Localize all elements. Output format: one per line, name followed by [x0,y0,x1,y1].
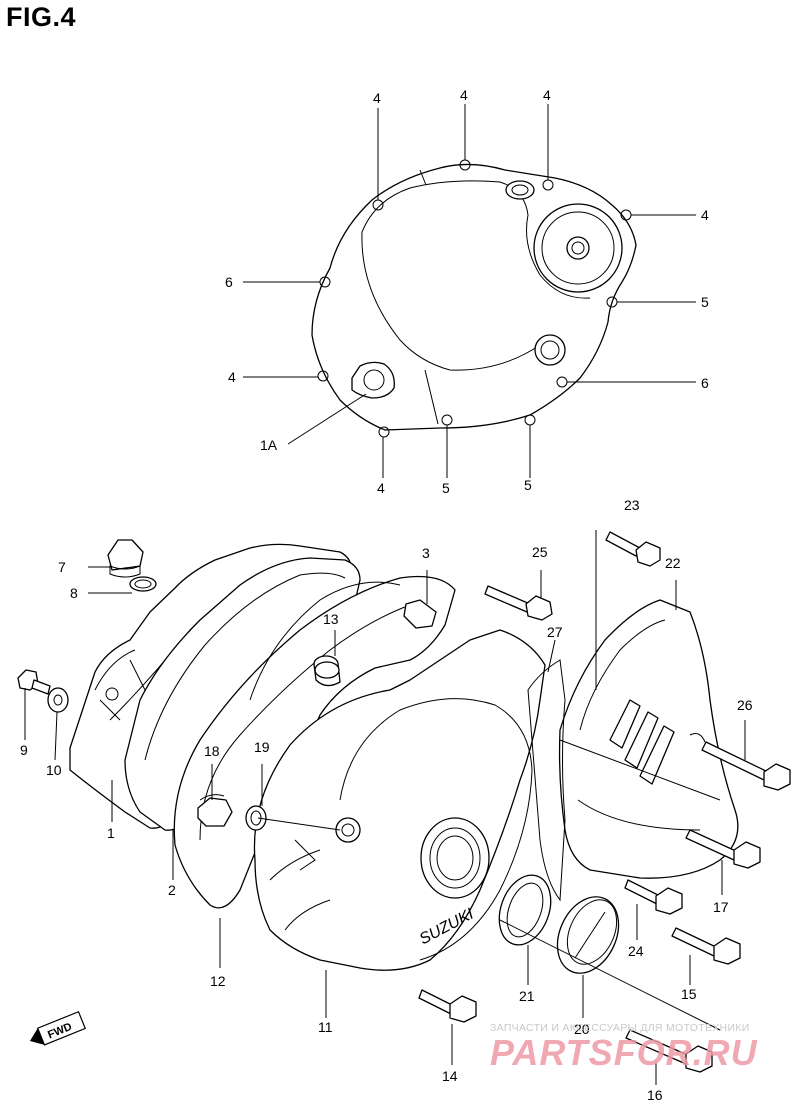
callout-19: 19 [254,739,270,755]
callout-22: 22 [665,555,681,571]
o-ring-8 [129,576,157,592]
fwd-direction-badge: FWD [29,1010,87,1046]
dowel-3 [403,599,437,629]
callout-4: 4 [701,207,709,223]
callout-1: 1 [107,825,115,841]
crankcase-inner-rim [249,581,401,701]
callout-24: 24 [628,943,644,959]
callout-13: 13 [323,611,339,627]
bolt-25 [484,585,553,621]
bolt-14 [418,989,477,1023]
callout-26: 26 [737,697,753,713]
oil-seal-21 [498,874,552,946]
callout-6: 6 [701,375,709,391]
bolt-16 [625,1029,713,1073]
alignment-lines [499,530,721,1031]
callout-4: 4 [228,369,236,385]
callout-15: 15 [681,986,697,1002]
upper-leader-lines [243,104,696,478]
magneto-cover-11 [253,629,546,971]
callout-2: 2 [168,882,176,898]
callout-5: 5 [701,294,709,310]
clutch-cover [311,159,637,438]
callout-11: 11 [318,1019,333,1035]
o-ring-19 [245,805,267,831]
bolt-23 [605,531,661,567]
washer-10-hole [53,694,63,706]
callout-labels: 4 4 4 4 6 5 4 6 1A 4 5 5 23 3 25 22 7 8 … [20,87,753,1103]
callout-7: 7 [58,559,66,575]
callout-9: 9 [20,742,28,758]
o-ring-8-inner [134,579,152,589]
dowel-13 [313,655,341,687]
bolt-17 [685,829,761,869]
callout-8: 8 [70,585,78,601]
callout-4: 4 [377,480,385,496]
callout-4: 4 [460,87,468,103]
inspection-cap-20 [556,896,620,974]
callout-21: 21 [519,988,535,1004]
callout-5: 5 [524,477,532,493]
callout-5: 5 [442,480,450,496]
bolt-9 [17,669,51,695]
callout-12: 12 [210,973,226,989]
bolt-26 [701,741,791,791]
washer-10 [47,687,69,713]
callout-3: 3 [422,545,430,561]
bolt-24 [624,879,683,915]
callout-1A: 1A [260,437,278,453]
callout-10: 10 [46,762,62,778]
callout-25: 25 [532,544,548,560]
callout-20: 20 [574,1021,590,1037]
callout-23: 23 [624,497,640,513]
callout-17: 17 [713,899,729,915]
watermark-tagline: ЗАПЧАСТИ И АКСЕССУАРЫ ДЛЯ МОТОТЕХНИКИ [490,1022,750,1034]
callout-18: 18 [204,743,220,759]
callout-4: 4 [543,87,551,103]
lower-leader-lines [24,566,746,1085]
callout-4: 4 [373,90,381,106]
callout-16: 16 [647,1087,663,1103]
callout-14: 14 [442,1068,458,1084]
callout-27: 27 [547,624,563,640]
callout-6: 6 [225,274,233,290]
watermark-logo: PARTSFOR.RU [490,1032,758,1073]
filler-cap-7 [107,539,144,578]
figure-title: FIG.4 [6,2,77,32]
gasket-27 [527,659,566,902]
gasket-12 [173,575,456,909]
sprocket-cover-22 [558,599,739,879]
bolt-15 [671,927,741,965]
